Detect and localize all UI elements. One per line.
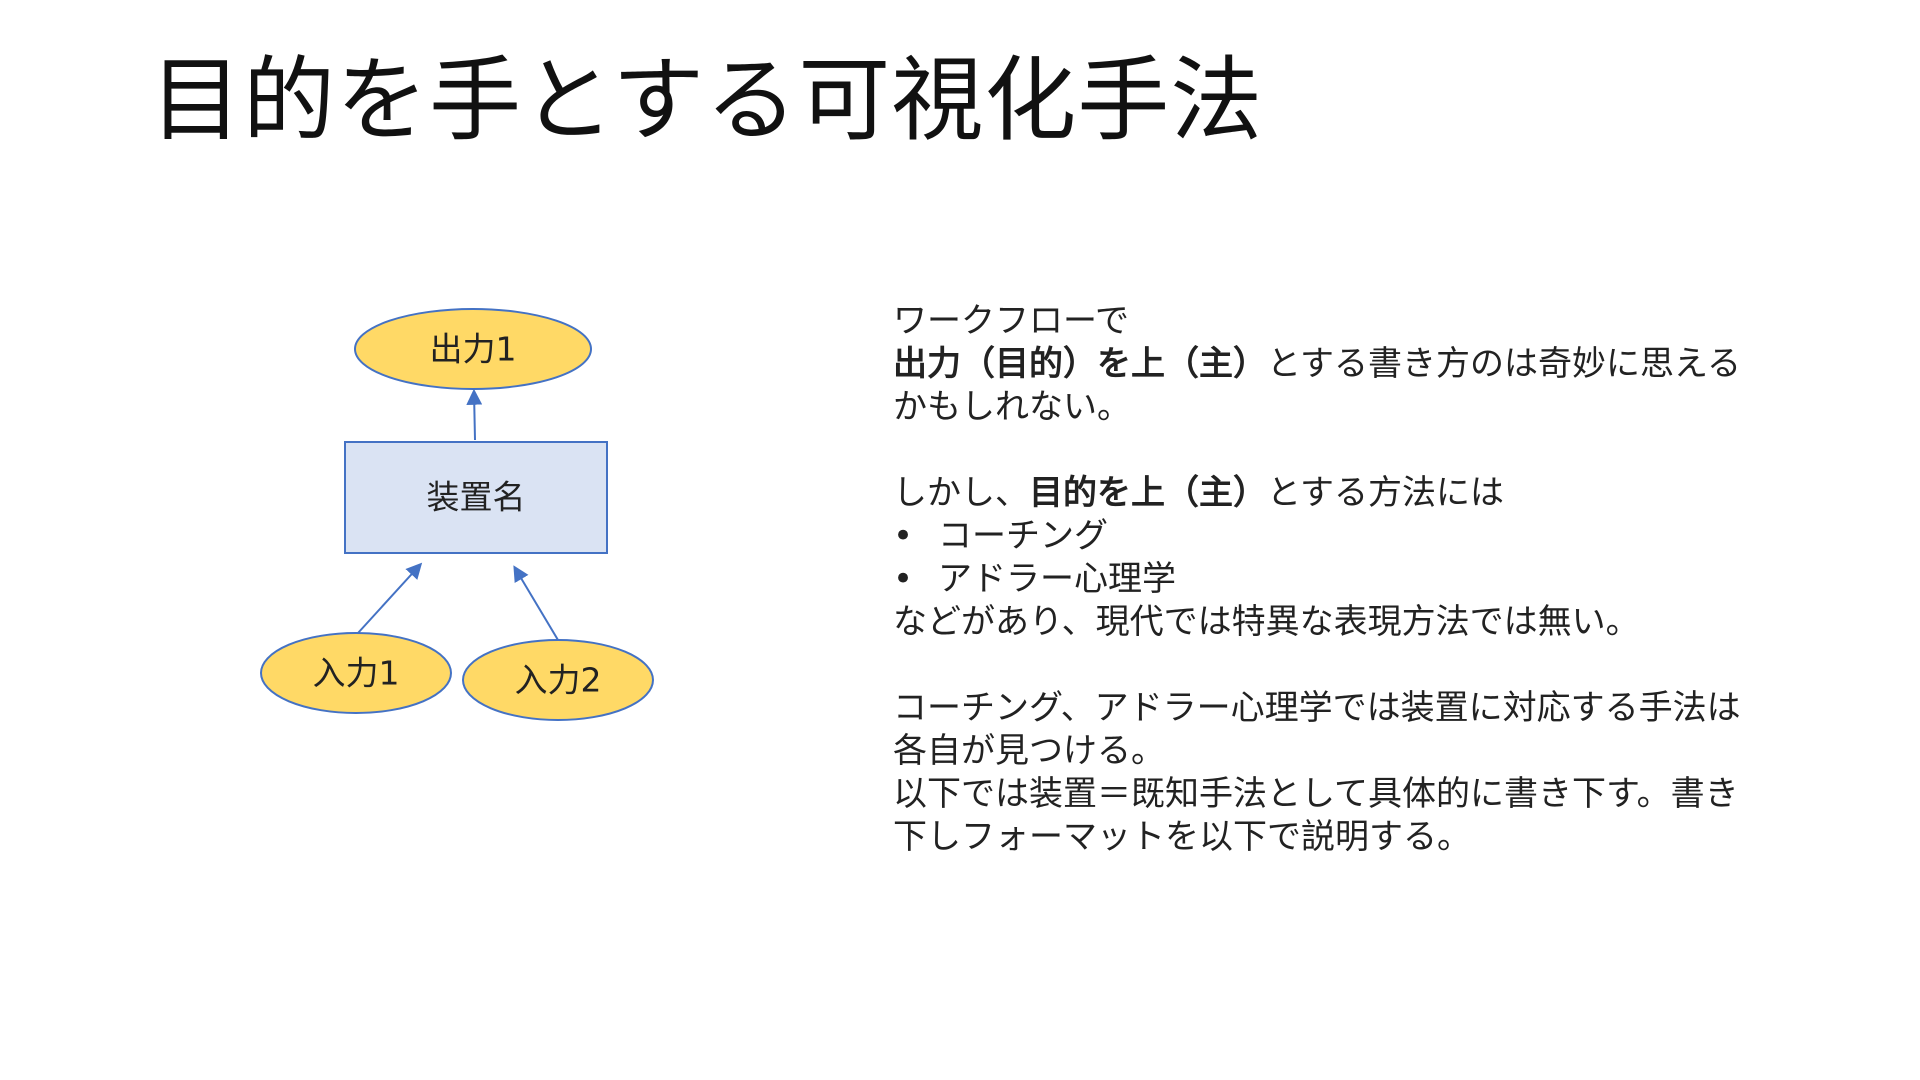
device-label: 装置名 [427,478,526,517]
p2-line-last: などがあり、現代では特異な表現方法では無い。 [893,602,1640,642]
p3-line3: 以下では装置＝既知手法として具体的に書き下す。書き [893,774,1739,814]
p1-bold-phrase: 出力（目的）を上（主） [893,344,1267,384]
p1-line1: ワークフローで [893,301,1129,341]
bullet-text: アドラー心理学 [938,559,1176,599]
bullet-item: • アドラー心理学 [893,558,1828,601]
arrow-device-to-output [466,388,483,441]
arrow-input2-to-device [513,565,559,641]
p3-line4: 下しフォーマットを以下で説明する。 [893,817,1471,857]
output-ellipse [354,308,592,390]
input1-label: 入力1 [313,654,400,693]
p1-line3: かもしれない。 [893,387,1131,427]
device-box [344,441,608,554]
output-label: 出力1 [430,330,517,369]
p3-line2: 各自が見つける。 [893,731,1165,771]
p2-line1: しかし、目的を上（主）とする方法には [893,472,1828,515]
slide-title: 目的を手とする可視化手法 [150,47,1264,154]
explanation-text: ワークフローで 出力（目的）を上（主）とする書き方のは奇妙に思える かもしれない… [893,300,1828,859]
p1-line2: 出力（目的）を上（主）とする書き方のは奇妙に思える [893,343,1828,386]
p2-post: とする方法には [1267,473,1504,513]
input1-ellipse [260,632,452,714]
p2-bold-phrase: 目的を上（主） [1029,473,1267,513]
input2-label: 入力2 [515,661,602,700]
bullet-text: コーチング [938,516,1108,556]
p1-line2-rest: とする書き方のは奇妙に思える [1267,344,1741,384]
p3-line1: コーチング、アドラー心理学では装置に対応する手法は [893,688,1741,728]
bullet-icon: • [893,516,914,556]
spacer [893,429,1828,472]
arrow-input1-to-device [357,562,423,634]
spacer [893,644,1828,687]
workflow-diagram: 出力1 装置名 入力1 入力2 [240,295,690,745]
bullet-icon: • [893,559,914,599]
workflow-diagram-svg: 出力1 装置名 入力1 入力2 [260,308,654,721]
input2-ellipse [462,639,654,721]
p2-pre: しかし、 [893,473,1029,513]
bullet-item: • コーチング [893,515,1828,558]
